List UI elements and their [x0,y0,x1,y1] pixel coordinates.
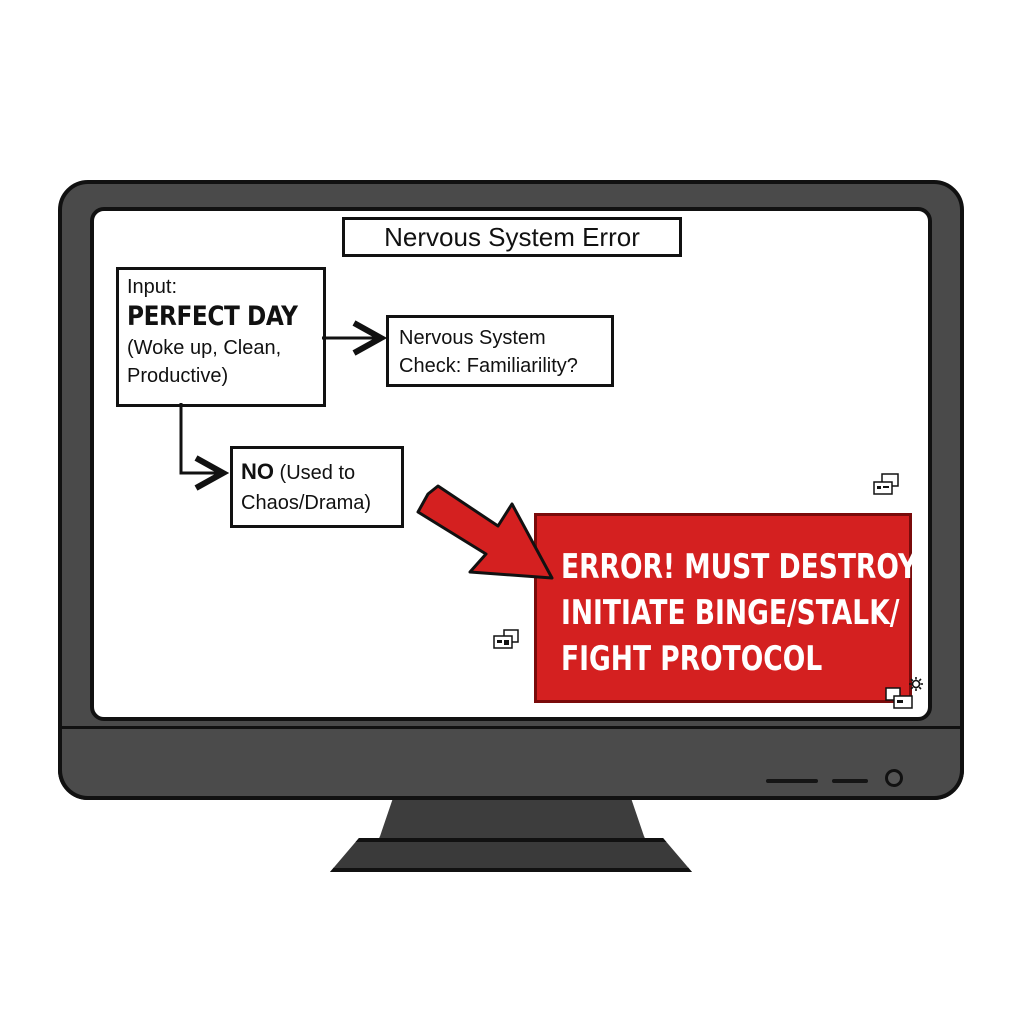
input-detail-line2: Productive) [127,365,229,387]
power-button [885,769,903,787]
input-detail-line1: (Woke up, Clean, [127,337,282,359]
no-node: NO (Used to Chaos/Drama) [230,446,404,528]
window-icon [885,687,913,709]
gear-icon [909,677,923,691]
chin-indicator-line [766,779,818,783]
check-line2: Check: Familiarility? [399,355,578,377]
error-line2: INITIATE BINGE/STALK/ [561,593,900,633]
chin-indicator-line [832,779,868,783]
window-icon [493,629,519,649]
check-node: Nervous System Check: Familiarility? [386,315,614,387]
no-strong: NO [241,459,274,484]
diagram-title-text: Nervous System Error [384,221,640,252]
window-icon [873,473,899,495]
error-line1: ERROR! MUST DESTROY. [561,547,923,587]
no-rest: (Used to [274,462,356,484]
check-line1: Nervous System [399,327,546,349]
input-label: Input: [127,276,178,298]
error-line3: FIGHT PROTOCOL [561,639,823,679]
monitor-chin [58,726,964,800]
error-node: ERROR! MUST DESTROY. INITIATE BINGE/STAL… [534,513,923,703]
monitor-base [330,838,692,872]
no-line2: Chaos/Drama) [241,492,372,514]
input-node: Input: PERFECT DAY (Woke up, Clean, Prod… [116,267,326,407]
input-value: PERFECT DAY [127,301,298,332]
diagram-title: Nervous System Error [342,217,682,257]
